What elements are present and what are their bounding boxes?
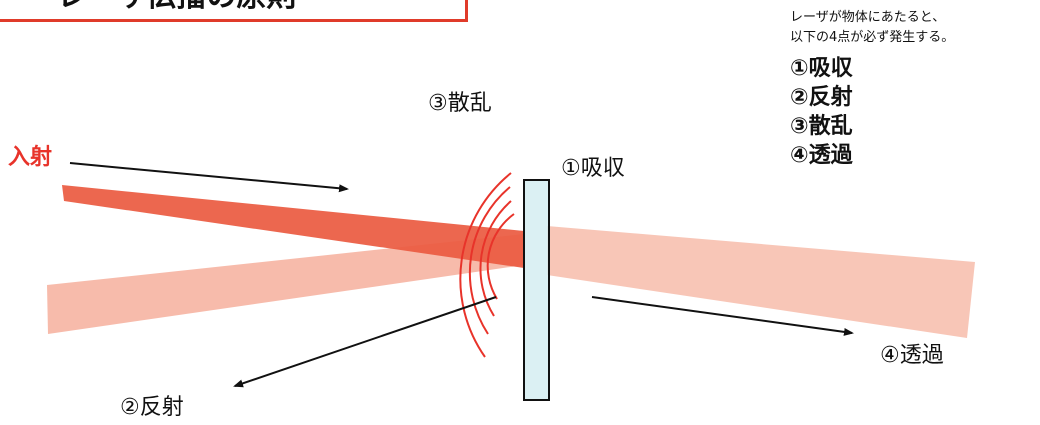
phenomena-list: ①吸収 ②反射 ③散乱 ④透過: [790, 54, 1040, 170]
transmit-arrow: [591, 296, 854, 336]
scatter-arc-2: [468, 186, 511, 335]
incident-beam: [62, 185, 524, 268]
scatter-arcs: [459, 172, 515, 358]
phenomenon-absorb: ①吸収: [790, 56, 853, 81]
scatter-arc-3: [479, 200, 512, 317]
scatter-label: ③散乱: [428, 91, 492, 116]
note-line-1: レーザが物体にあたると、: [790, 10, 946, 25]
title-box: レーザ伝播の原則: [0, 0, 468, 22]
reflected-beam: [47, 234, 524, 334]
transmit-label: ④透過: [880, 343, 944, 368]
transmitted-beam: [547, 226, 975, 338]
reflect-arrow: [233, 296, 497, 388]
phenomenon-reflect: ②反射: [790, 85, 853, 110]
absorb-label: ①吸収: [561, 156, 625, 181]
phenomenon-transmit: ④透過: [790, 143, 853, 168]
incident-label: 入射: [8, 145, 53, 170]
note-line-2: 以下の4点が必ず発生する。: [790, 30, 955, 45]
scatter-arc-1: [459, 172, 512, 358]
reflect-label: ②反射: [120, 395, 184, 420]
phenomenon-scatter: ③散乱: [790, 114, 853, 139]
phenomena-note: レーザが物体にあたると、 以下の4点が必ず発生する。 ①吸収 ②反射 ③散乱 ④…: [790, 8, 1040, 170]
incident-arrow: [69, 162, 349, 193]
glass-plate: [523, 179, 550, 401]
page-title: レーザ伝播の原則: [57, 0, 296, 14]
scatter-arc-4: [486, 213, 515, 300]
